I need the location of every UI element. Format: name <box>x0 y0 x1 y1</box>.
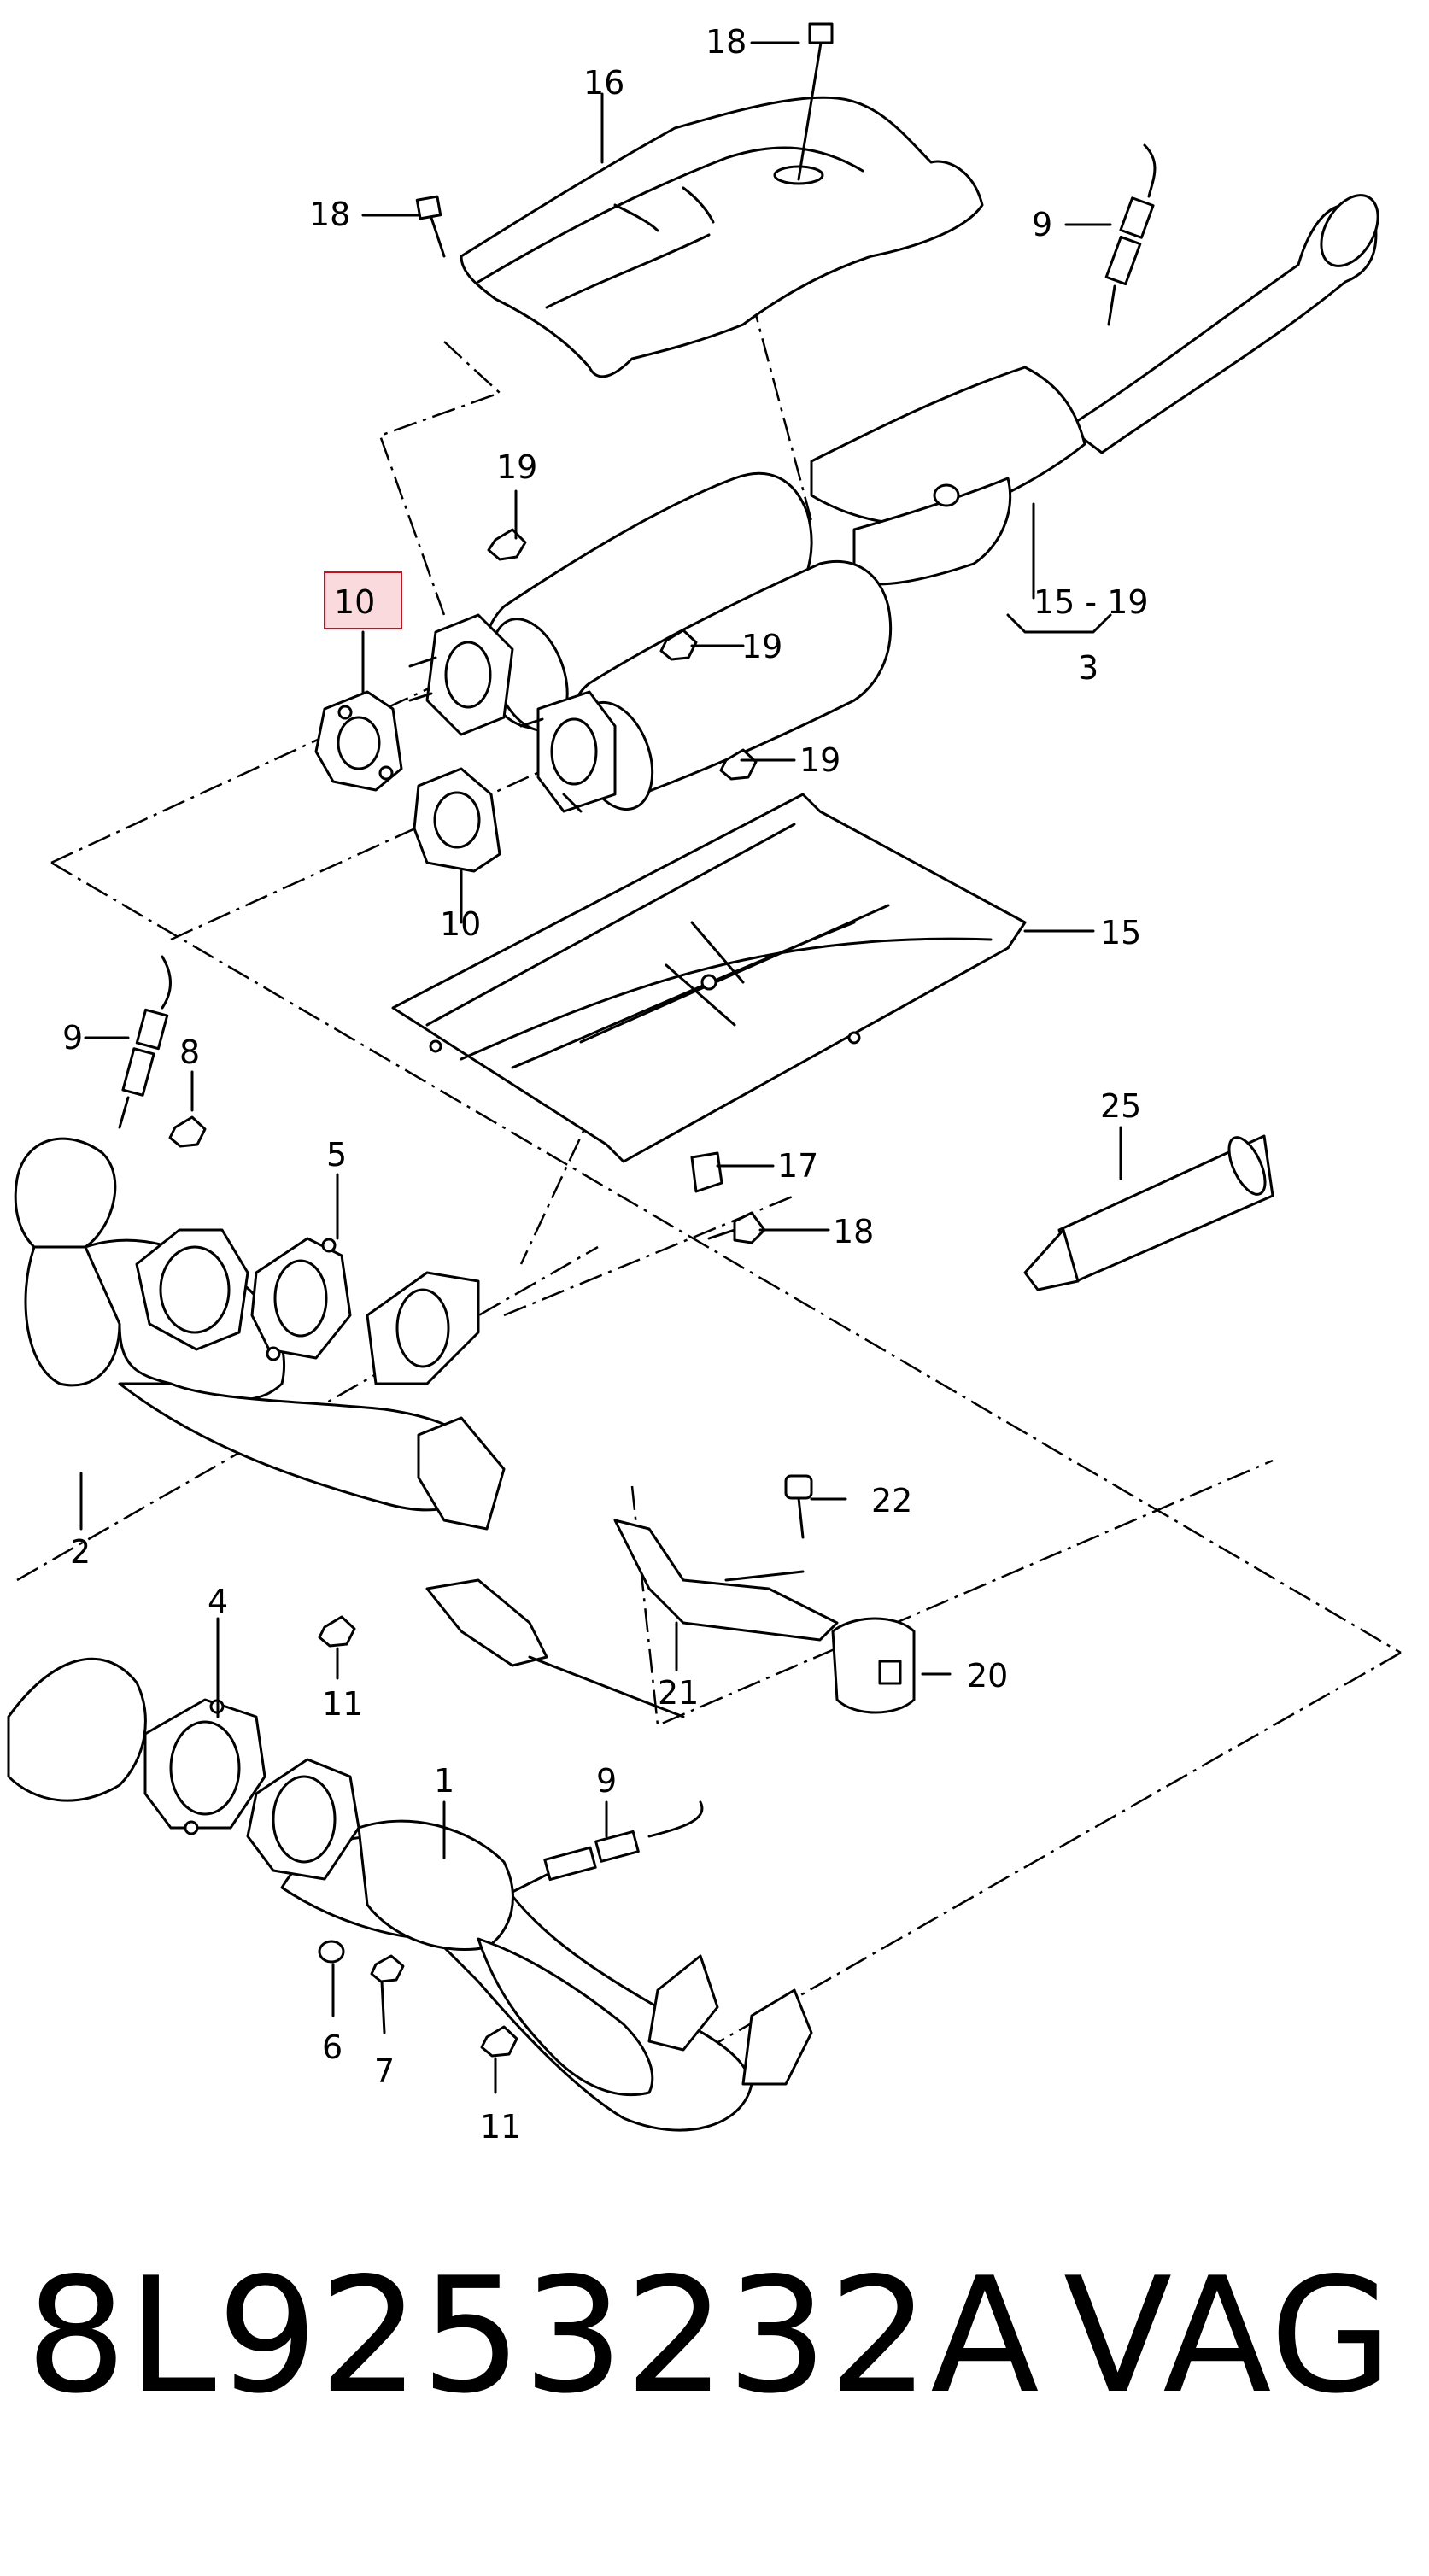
label-7: 7 <box>374 2052 395 2090</box>
oxygen-sensor-9-bottom[interactable] <box>511 1800 704 1894</box>
label-11-top: 11 <box>322 1685 363 1723</box>
gasket-10-highlight <box>324 571 402 629</box>
label-18-top: 18 <box>706 23 747 61</box>
gasket-10-right[interactable] <box>413 767 501 873</box>
label-5: 5 <box>326 1136 347 1174</box>
label-1: 1 <box>434 1762 454 1800</box>
label-4: 4 <box>208 1583 228 1620</box>
label-19-top: 19 <box>496 448 537 486</box>
nut-8[interactable] <box>168 1115 207 1148</box>
label-15-19: 15 - 19 <box>1034 583 1149 621</box>
nut-11-bottom[interactable] <box>480 2025 518 2058</box>
bolt-22[interactable] <box>784 1474 813 1539</box>
label-18-left: 18 <box>309 196 350 233</box>
nut-11-top[interactable] <box>318 1615 356 1648</box>
exhaust-manifold-1[interactable] <box>7 1657 813 2132</box>
label-9-top: 9 <box>1032 206 1052 243</box>
nut-19-top[interactable] <box>487 528 527 561</box>
label-9-left: 9 <box>62 1019 83 1057</box>
brand-name: VAG <box>1063 2243 1394 2428</box>
catalytic-converter-assembly-3[interactable] <box>408 185 1390 820</box>
nut-19-low[interactable] <box>719 748 758 781</box>
exhaust-manifold-2[interactable] <box>14 1137 506 1531</box>
gasket-4[interactable] <box>143 1698 266 1835</box>
bracket-21[interactable] <box>613 1519 839 1642</box>
label-15: 15 <box>1100 914 1141 951</box>
label-10-bottom: 10 <box>440 905 481 943</box>
part-labels: 18 16 18 9 19 10 19 19 15 - 19 3 10 15 9… <box>62 23 1149 2146</box>
bolt-18-bottom[interactable] <box>707 1211 766 1244</box>
label-10-top: 10 <box>334 583 375 621</box>
gasket-5[interactable] <box>250 1237 352 1361</box>
label-22: 22 <box>871 1482 912 1519</box>
label-16: 16 <box>583 64 624 102</box>
label-18-bottom: 18 <box>833 1213 874 1250</box>
label-25: 25 <box>1100 1087 1141 1125</box>
bolt-18-left[interactable] <box>415 195 446 258</box>
paste-tube-25[interactable] <box>1023 1133 1274 1291</box>
bolt-18-top[interactable] <box>797 22 834 181</box>
label-6: 6 <box>322 2029 343 2066</box>
leader-lines <box>79 41 1122 2094</box>
part-number: 8L9253232A <box>26 2243 1040 2428</box>
heat-shield-16[interactable] <box>460 96 984 378</box>
label-2: 2 <box>70 1533 91 1571</box>
gasket-10-left[interactable] <box>314 690 403 792</box>
label-19-mid: 19 <box>741 628 782 665</box>
label-17: 17 <box>777 1147 818 1185</box>
oxygen-sensor-9-top[interactable] <box>1104 143 1157 326</box>
footer: 8L9253232A VAG <box>0 2238 1429 2434</box>
clip-17[interactable] <box>690 1151 723 1193</box>
label-21: 21 <box>658 1674 699 1712</box>
exhaust-pipe-2-lower[interactable] <box>425 1578 685 1718</box>
label-19-low: 19 <box>799 741 840 779</box>
nut-7[interactable] <box>370 1954 405 1983</box>
label-11-bottom: 11 <box>480 2108 521 2146</box>
exhaust-parts-diagram: 18 16 18 9 19 10 19 19 15 - 19 3 10 15 9… <box>7 22 1402 2146</box>
nut-19-mid[interactable] <box>659 629 698 661</box>
bracket-tray-15[interactable] <box>391 793 1027 1163</box>
label-20: 20 <box>967 1657 1008 1695</box>
mount-20[interactable] <box>831 1617 916 1714</box>
oxygen-sensor-9-left[interactable] <box>118 955 172 1129</box>
label-3: 3 <box>1078 649 1098 687</box>
label-8: 8 <box>179 1033 200 1071</box>
label-9-bottom: 9 <box>596 1762 617 1800</box>
washer-6[interactable] <box>318 1940 345 1964</box>
